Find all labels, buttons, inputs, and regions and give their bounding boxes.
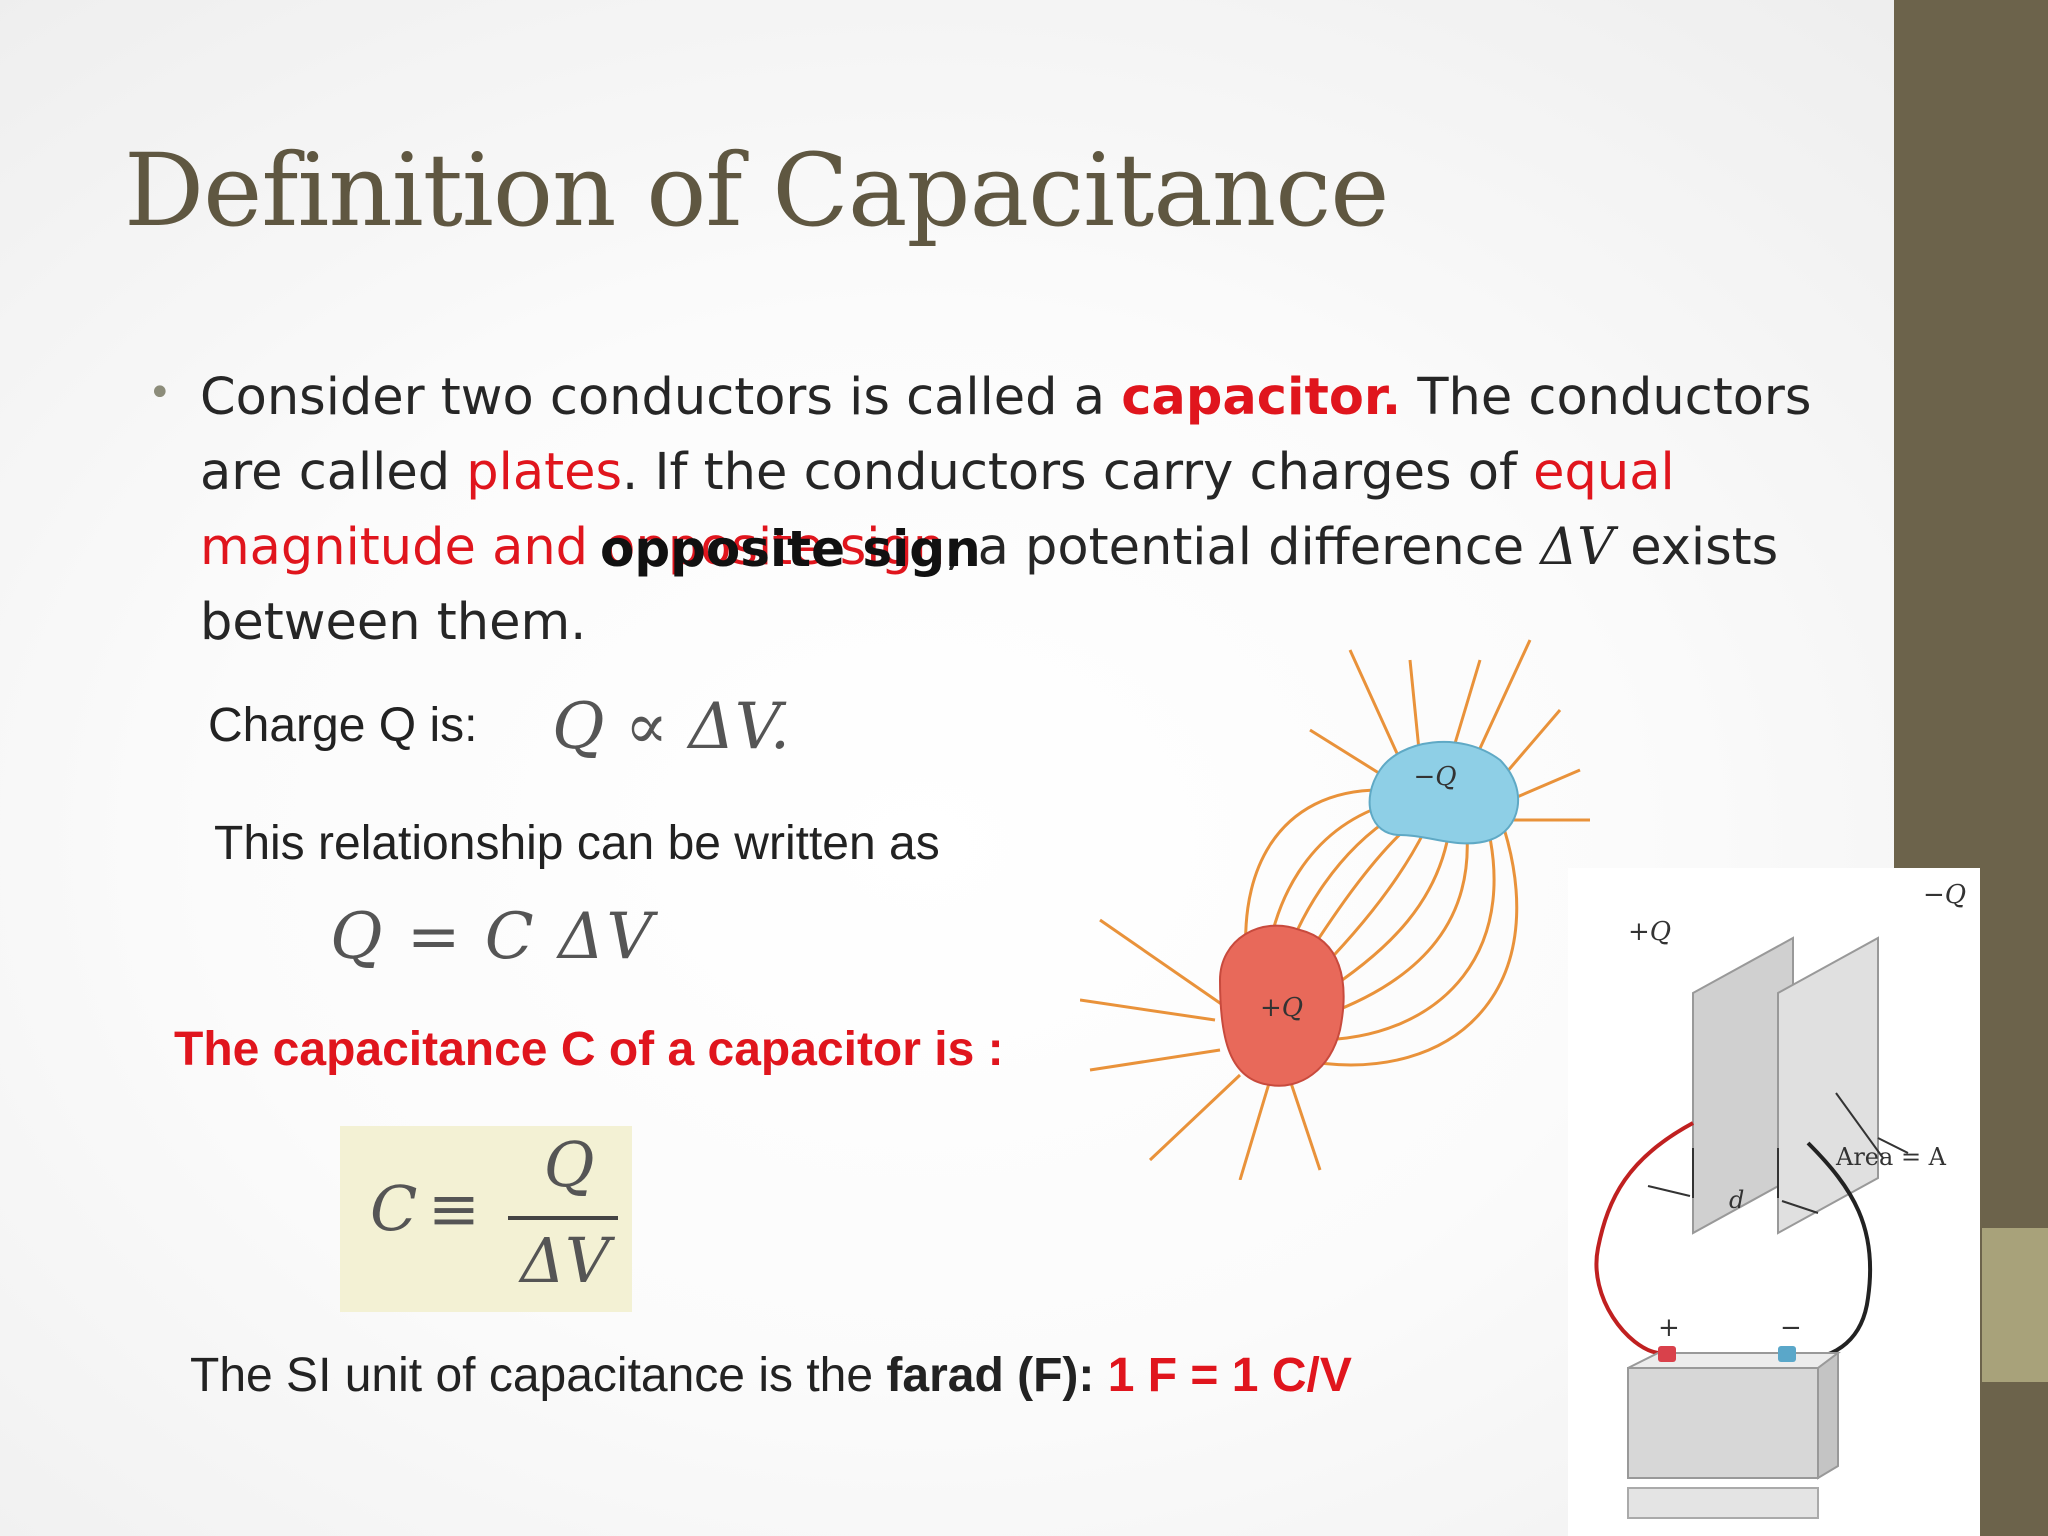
bullet-text-5: . If the conductors carry charges of <box>622 443 1534 502</box>
relationship-equation: Q = C ΔV <box>330 900 655 974</box>
overlay-opposite-sign: opposite sign <box>600 520 981 578</box>
capacitance-definition: The capacitance C of a capacitor is : <box>174 1023 1004 1076</box>
positive-charge-label: +Q <box>1260 993 1303 1023</box>
charge-proportional-equation: Q ∝ ΔV. <box>552 690 791 764</box>
capacitor-term: capacitor. <box>1121 368 1402 427</box>
formula-operator: ≡ <box>428 1172 480 1245</box>
slide-title: Definition of Capacitance <box>124 132 1389 249</box>
si-unit-value: 1 F = 1 C/V <box>1094 1349 1352 1402</box>
side-accent <box>1982 1228 2048 1382</box>
capacitance-formula: C ≡ Q ΔV <box>340 1126 632 1312</box>
bullet-text-9: exists between them. <box>200 518 1779 652</box>
charge-label: Charge Q is: <box>208 699 478 752</box>
battery-plus-terminal: + <box>1658 1313 1680 1343</box>
area-label: Area = A <box>1835 1143 1947 1171</box>
bullet-text-7: , a potential difference <box>945 518 1541 577</box>
bullet-paragraph: Consider two conductors is called a capa… <box>200 360 1820 660</box>
relationship-text: This relationship can be written as <box>214 817 940 870</box>
gap-label: d <box>1729 1186 1744 1214</box>
bullet-text-3: The conductors are called <box>200 368 1812 502</box>
formula-lhs: C <box>370 1172 418 1245</box>
fraction-bar <box>508 1216 618 1220</box>
plate-capacitor-diagram: +Q −Q Area = A d + − <box>1594 880 1966 1519</box>
si-unit-name: farad (F): <box>886 1349 1095 1402</box>
negative-charge-label: −Q <box>1413 762 1456 792</box>
battery-minus-terminal: − <box>1780 1313 1802 1343</box>
charge-field-diagram: −Q +Q <box>1080 639 1590 1180</box>
delta-v-symbol: ΔV <box>1540 518 1615 577</box>
bullet-icon: • <box>148 370 172 416</box>
bullet-text-1: Consider two conductors is called a <box>200 368 1122 427</box>
plate-minus-q-label: −Q <box>1923 880 1966 910</box>
formula-denominator: ΔV <box>520 1224 610 1297</box>
formula-numerator: Q <box>543 1128 595 1201</box>
plate-plus-q-label: +Q <box>1628 917 1671 947</box>
si-unit-text: The SI unit of capacitance is the farad … <box>190 1348 1352 1403</box>
si-unit-prefix: The SI unit of capacitance is the <box>190 1349 887 1402</box>
plates-term: plates <box>466 443 623 502</box>
equal-opposite-term: equal magnitude and opposite sign <box>200 443 1675 577</box>
